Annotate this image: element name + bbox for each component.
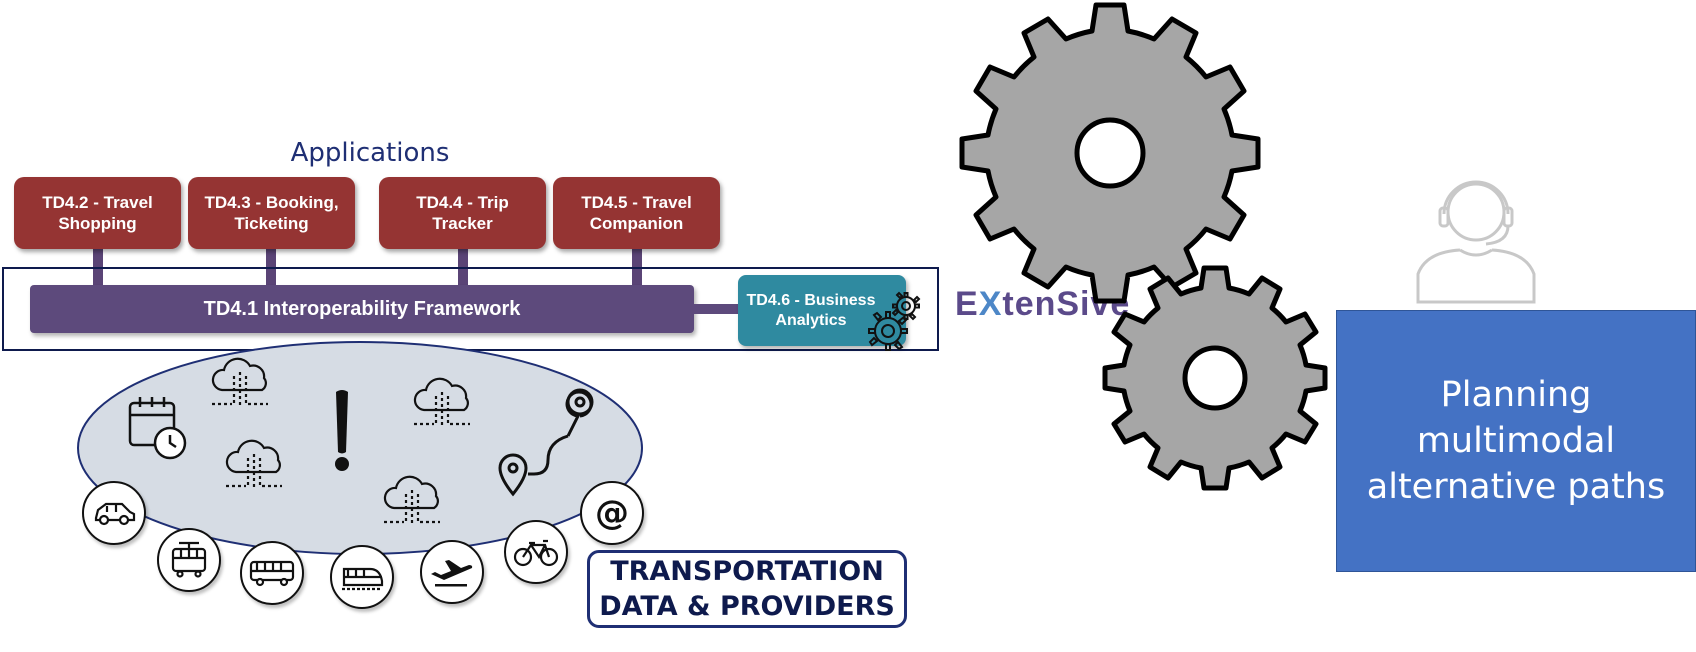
plane-mode <box>420 540 484 604</box>
bicycle-mode <box>504 520 568 584</box>
svg-text:@: @ <box>595 493 629 533</box>
cloud-data-icon <box>225 439 282 488</box>
calendar-clock-icon <box>128 397 187 460</box>
app-booking-ticketing: TD4.3 - Booking, Ticketing <box>188 177 355 249</box>
headset-person-icon <box>1416 180 1536 304</box>
tram-icon <box>171 541 207 578</box>
email-at-icon: @ <box>595 493 629 533</box>
gear-icon <box>959 2 1261 304</box>
train-icon <box>342 567 384 591</box>
route-pin-icon <box>498 388 594 497</box>
bus-icon <box>249 560 295 587</box>
logo-prefix: E <box>955 285 979 323</box>
gears-illustration <box>959 2 1328 491</box>
car-mode <box>82 481 146 545</box>
cloud-data-icon <box>413 377 470 426</box>
transportation-data-providers: TRANSPORTATION DATA & PROVIDERS <box>587 550 907 628</box>
planning-paths-box: Planning multimodal alternative paths <box>1336 310 1696 572</box>
business-analytics: TD4.6 - Business Analytics <box>738 275 906 346</box>
app-travel-shopping: TD4.2 - Travel Shopping <box>14 177 181 249</box>
logo-x-mark: X <box>978 285 1003 323</box>
applications-title: Applications <box>290 138 450 168</box>
bus-mode <box>240 541 304 605</box>
cloud-data-icon <box>383 475 440 524</box>
app-travel-companion: TD4.5 - Travel Companion <box>553 177 720 249</box>
plane-icon <box>431 560 473 587</box>
framework-link <box>694 304 739 314</box>
app-trip-tracker: TD4.4 - Trip Tracker <box>379 177 546 249</box>
gear-icon <box>1102 265 1328 491</box>
cloud-data-icon <box>211 357 268 406</box>
interoperability-framework: TD4.1 Interoperability Framework <box>30 285 694 333</box>
train-mode <box>330 545 394 609</box>
bicycle-icon <box>513 539 559 567</box>
tram-mode <box>157 528 221 592</box>
small-gears-icon <box>868 291 921 351</box>
exclamation-icon <box>335 390 349 471</box>
car-icon <box>94 502 136 526</box>
email-mode: @ <box>580 481 644 545</box>
